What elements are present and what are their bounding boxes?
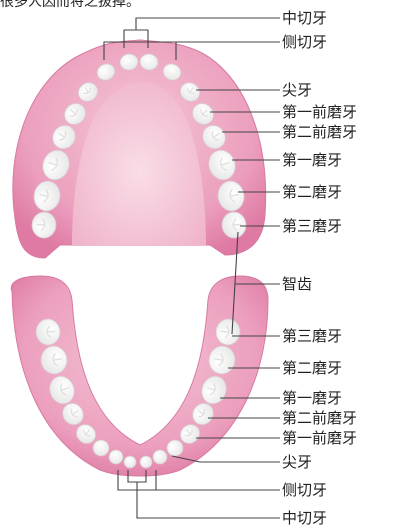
upper-labels: 中切牙 侧切牙 尖牙 第一前磨牙 第二前磨牙 第一磨牙 第二磨牙 第三磨牙 bbox=[282, 9, 357, 235]
label-lower-third-molar: 第三磨牙 bbox=[282, 327, 342, 345]
label-upper-lateral-incisor: 侧切牙 bbox=[282, 33, 327, 51]
label-upper-central-incisor: 中切牙 bbox=[282, 9, 327, 27]
label-upper-second-premolar: 第二前磨牙 bbox=[282, 123, 357, 141]
label-lower-first-molar: 第一磨牙 bbox=[282, 389, 342, 407]
lower-gum bbox=[11, 276, 268, 476]
label-wisdom-tooth: 智齿 bbox=[282, 275, 312, 293]
label-upper-first-premolar: 第一前磨牙 bbox=[282, 103, 357, 121]
caption-fragment: 很多人因而将之拔掉。 bbox=[0, 0, 140, 10]
label-lower-second-molar: 第二磨牙 bbox=[282, 359, 342, 377]
label-lower-lateral-incisor: 侧切牙 bbox=[282, 481, 327, 499]
label-upper-second-molar: 第二磨牙 bbox=[282, 183, 342, 201]
label-lower-central-incisor: 中切牙 bbox=[282, 509, 327, 527]
label-lower-first-premolar: 第一前磨牙 bbox=[282, 429, 357, 447]
lower-jaw bbox=[11, 276, 268, 476]
label-upper-canine: 尖牙 bbox=[282, 81, 312, 99]
upper-jaw bbox=[13, 40, 266, 258]
leader-line-lower-central-incisor bbox=[128, 470, 280, 518]
lower-labels: 第三磨牙 第二磨牙 第一磨牙 第二前磨牙 第一前磨牙 尖牙 侧切牙 中切牙 bbox=[282, 327, 357, 527]
label-lower-second-premolar: 第二前磨牙 bbox=[282, 409, 357, 427]
label-upper-first-molar: 第一磨牙 bbox=[282, 151, 342, 169]
label-upper-third-molar: 第三磨牙 bbox=[282, 217, 342, 235]
label-lower-canine: 尖牙 bbox=[282, 453, 312, 471]
